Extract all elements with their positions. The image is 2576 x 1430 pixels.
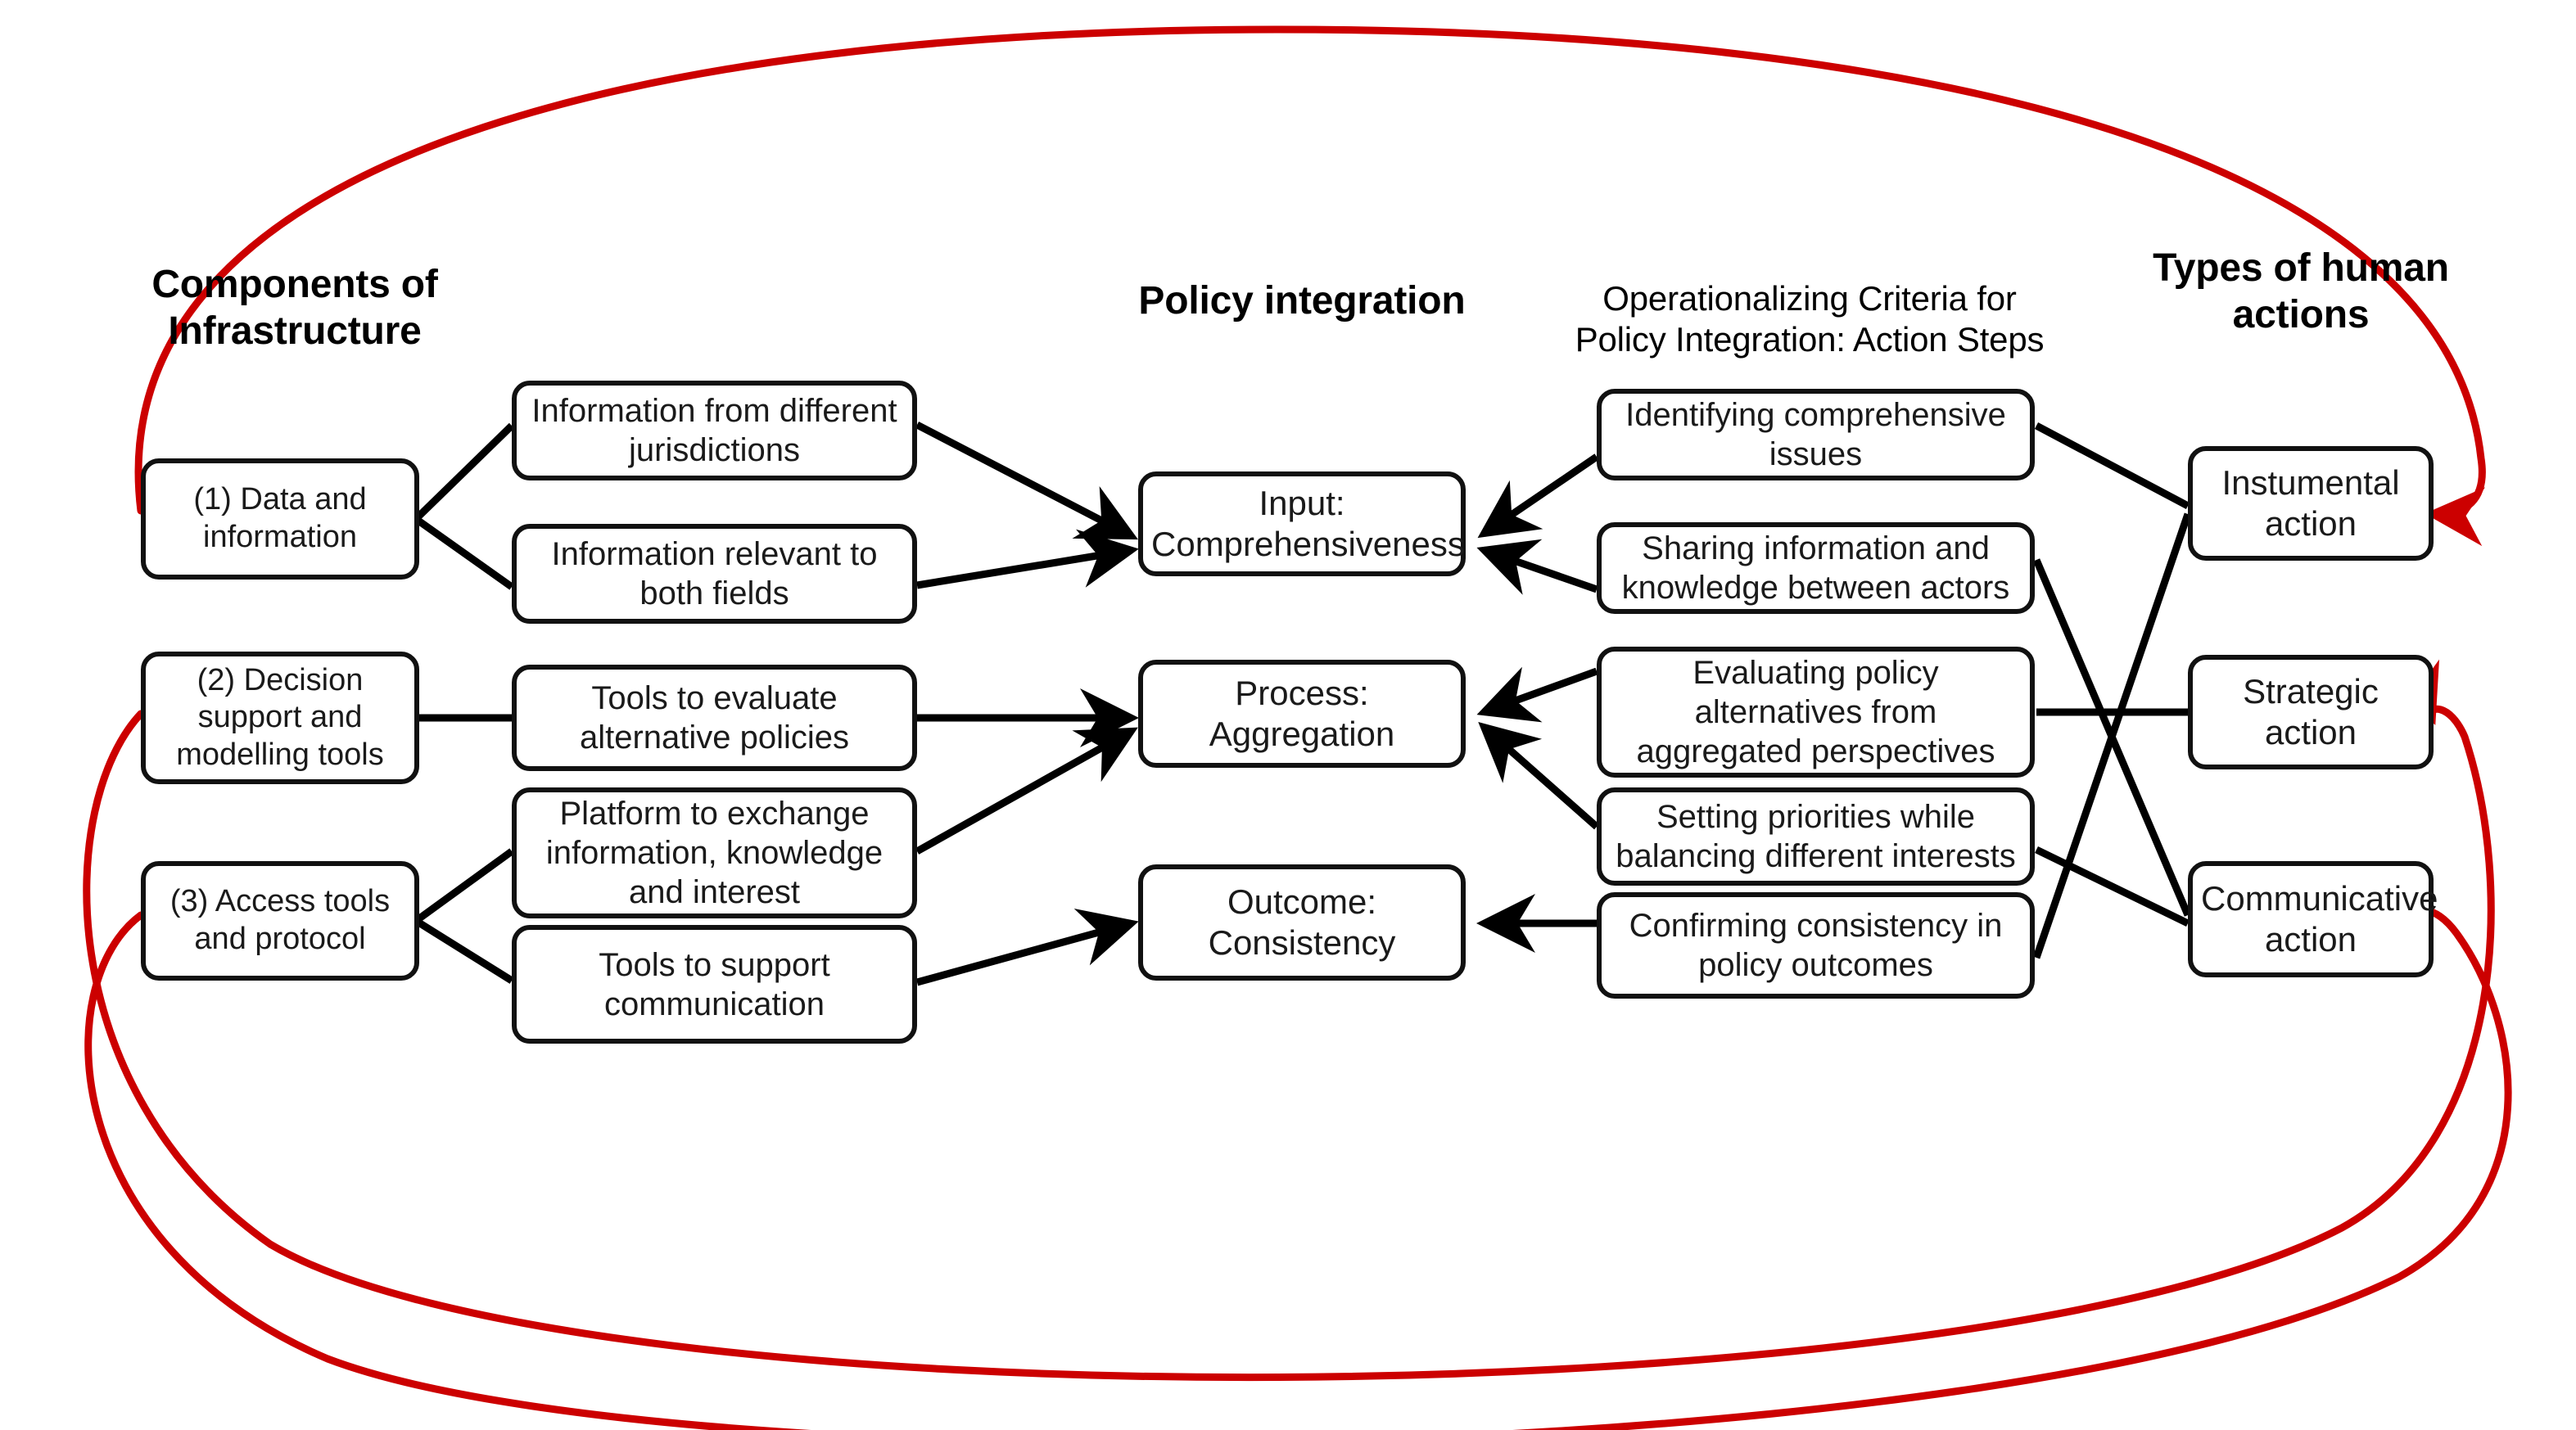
node-action-step-1[interactable]: Identifying comprehensive issues — [1597, 389, 2035, 480]
node-detail-1[interactable]: Information from different jurisdictions — [512, 381, 917, 480]
edge-as3-pi2 — [1476, 666, 1598, 723]
column-title-action-steps-line1: Operationalizing Criteria for — [1602, 279, 2017, 318]
column-title-human-actions-line1: Types of human — [2153, 246, 2449, 290]
edge-infra3-det5 — [414, 918, 514, 984]
edge-det2-pi1 — [916, 529, 1139, 589]
node-action-step-5[interactable]: Confirming consistency in policy outcome… — [1597, 892, 2035, 999]
node-human-action-instrumental[interactable]: Instumental action — [2188, 446, 2434, 561]
edge-as2-ha3 — [2032, 558, 2192, 917]
edge-infra1-det2 — [414, 516, 514, 590]
column-title-components: Components of Infrastructure — [115, 262, 475, 354]
edge-as5-ha1 — [2032, 512, 2192, 959]
feedback-loop-2 — [83, 659, 2495, 1382]
column-title-human-actions: Types of human actions — [2096, 246, 2506, 338]
node-detail-3[interactable]: Tools to evaluate alternative policies — [512, 665, 917, 771]
node-infrastructure-1[interactable]: (1) Data and information — [141, 458, 419, 580]
edge-as2-pi1 — [1476, 539, 1598, 595]
node-detail-5[interactable]: Tools to support communication — [512, 925, 917, 1044]
edge-det5-pi3 — [915, 908, 1139, 986]
node-policy-process[interactable]: Process: Aggregation — [1138, 660, 1466, 768]
edge-det1-pi1 — [915, 422, 1138, 540]
node-human-action-communicative[interactable]: Communicative action — [2188, 861, 2438, 977]
node-action-step-2[interactable]: Sharing information and knowledge betwee… — [1597, 522, 2035, 614]
node-policy-input[interactable]: Input: Comprehensiveness — [1138, 471, 1466, 576]
node-human-action-strategic[interactable]: Strategic action — [2188, 655, 2434, 769]
edge-as4-ha3 — [2035, 846, 2190, 927]
node-detail-4[interactable]: Platform to exchange information, knowle… — [512, 787, 917, 918]
feedback-loop-3 — [84, 865, 2512, 1430]
edge-infra1-det1 — [413, 422, 515, 522]
node-policy-outcome[interactable]: Outcome: Consistency — [1138, 864, 1466, 981]
column-title-components-line2: Infrastructure — [168, 309, 422, 353]
column-title-human-actions-line2: actions — [2232, 292, 2370, 336]
column-title-action-steps-line2: Policy Integration: Action Steps — [1575, 319, 2045, 359]
node-action-step-3[interactable]: Evaluating policy alternatives from aggr… — [1597, 647, 2035, 778]
edge-as1-ha1 — [2034, 422, 2190, 509]
edge-infra3-det4 — [414, 848, 514, 924]
column-title-components-line1: Components of — [151, 263, 438, 306]
column-title-action-steps: Operationalizing Criteria for Policy Int… — [1531, 278, 2088, 359]
node-infrastructure-3[interactable]: (3) Access tools and protocol — [141, 861, 419, 981]
column-title-policy-integration: Policy integration — [1138, 279, 1466, 323]
node-infrastructure-2[interactable]: (2) Decision support and modelling tools — [141, 652, 419, 784]
node-detail-2[interactable]: Information relevant to both fields — [512, 524, 917, 624]
edge-det4-pi2 — [915, 727, 1138, 855]
node-action-step-4[interactable]: Setting priorities while balancing diffe… — [1597, 787, 2035, 886]
edge-as1-pi1 — [1477, 453, 1599, 539]
edge-as4-pi2 — [1478, 722, 1599, 830]
